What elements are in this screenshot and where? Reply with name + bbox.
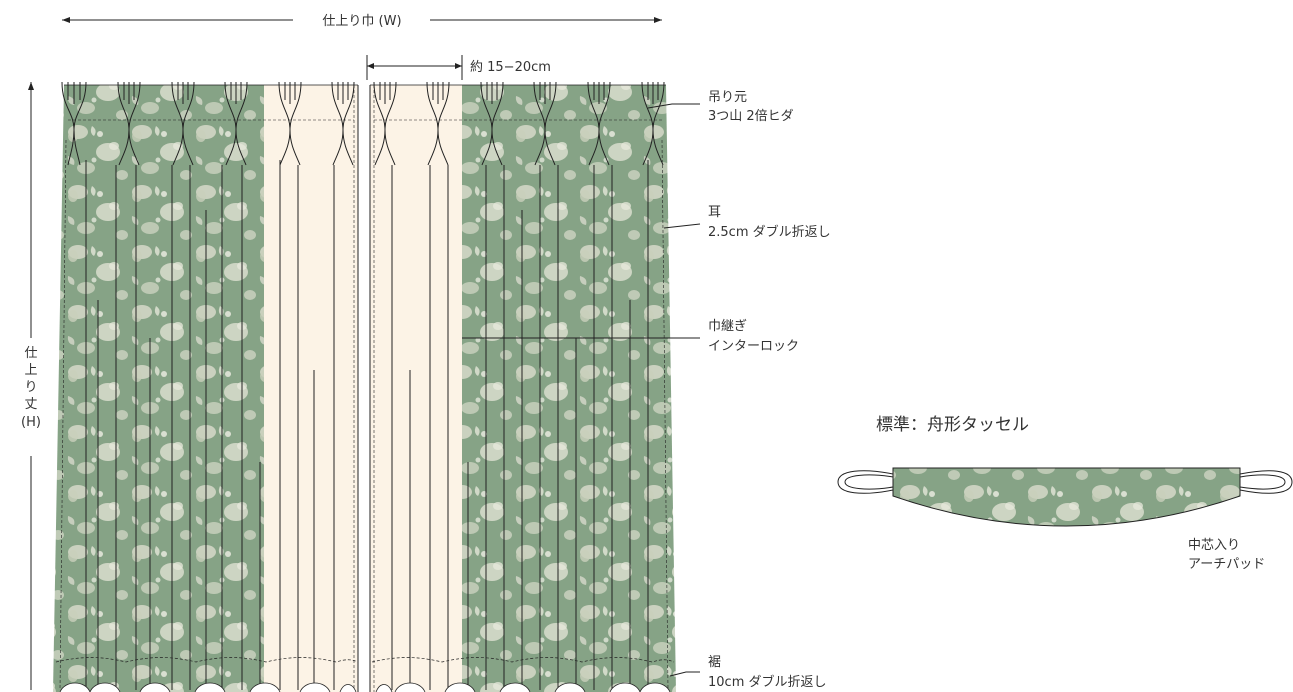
- pleat-head-left-6: [331, 81, 355, 166]
- left-curtain-panel: [53, 81, 359, 692]
- pleat-head-right-1: [373, 81, 397, 166]
- height-dimension: 仕 上 り 丈 (H): [21, 82, 41, 690]
- pleat-spacing-label: 約 15−20cm: [470, 60, 551, 75]
- pleat-head-left-3: [171, 81, 195, 166]
- callout-seam-detail: インターロック: [708, 339, 799, 354]
- width-dimension: 仕上り巾 (W): [62, 14, 662, 29]
- height-label-char-2: 上: [24, 363, 37, 378]
- callout-header-detail: 3つ山 2倍ヒダ: [708, 109, 794, 124]
- callout-seam: 巾継ぎ インターロック: [462, 319, 799, 354]
- callout-bottom-hem: 裾 10cm ダブル折返し: [669, 655, 827, 690]
- height-label-char-4: 丈: [24, 397, 37, 412]
- callout-bottom-hem-title: 裾: [708, 655, 721, 670]
- callout-side-hem-title: 耳: [708, 205, 721, 220]
- pleat-head-right-6: [641, 81, 665, 166]
- callout-bottom-hem-detail: 10cm ダブル折返し: [708, 674, 827, 690]
- callout-header: 吊り元 3つ山 2倍ヒダ: [647, 90, 794, 124]
- callout-side-hem: 耳 2.5cm ダブル折返し: [663, 205, 831, 240]
- pleat-head-left-1: [61, 81, 87, 166]
- tassel-body: [892, 467, 1241, 527]
- height-label-char-1: 仕: [24, 346, 37, 361]
- tassel-note-line-2: アーチパッド: [1188, 557, 1265, 572]
- right-curtain-panel: [369, 81, 676, 692]
- callout-header-title: 吊り元: [708, 90, 747, 105]
- tassel-right-loop: [1239, 470, 1293, 494]
- pleat-head-left-4: [224, 81, 248, 166]
- pleat-head-right-4: [533, 81, 557, 166]
- tassel-title: 標準：舟形タッセル: [876, 415, 1029, 435]
- pleat-head-right-5: [587, 81, 611, 166]
- pleat-head-right-3: [480, 81, 504, 166]
- height-label-char-5: (H): [21, 415, 41, 430]
- tassel-note-line-1: 中芯入り: [1188, 538, 1240, 553]
- pleat-spacing-dimension: 約 15−20cm: [366, 55, 551, 80]
- callout-side-hem-detail: 2.5cm ダブル折返し: [708, 224, 831, 240]
- pleat-head-left-5: [278, 81, 302, 166]
- pleat-head-left-2: [117, 81, 141, 166]
- callout-seam-title: 巾継ぎ: [708, 319, 747, 334]
- width-label: 仕上り巾 (W): [322, 14, 401, 29]
- tassel: 標準：舟形タッセル 中芯入り アーチパッド: [837, 415, 1293, 572]
- pleat-head-right-2: [426, 81, 450, 166]
- tassel-left-loop: [837, 470, 894, 494]
- height-label-char-3: り: [24, 380, 37, 395]
